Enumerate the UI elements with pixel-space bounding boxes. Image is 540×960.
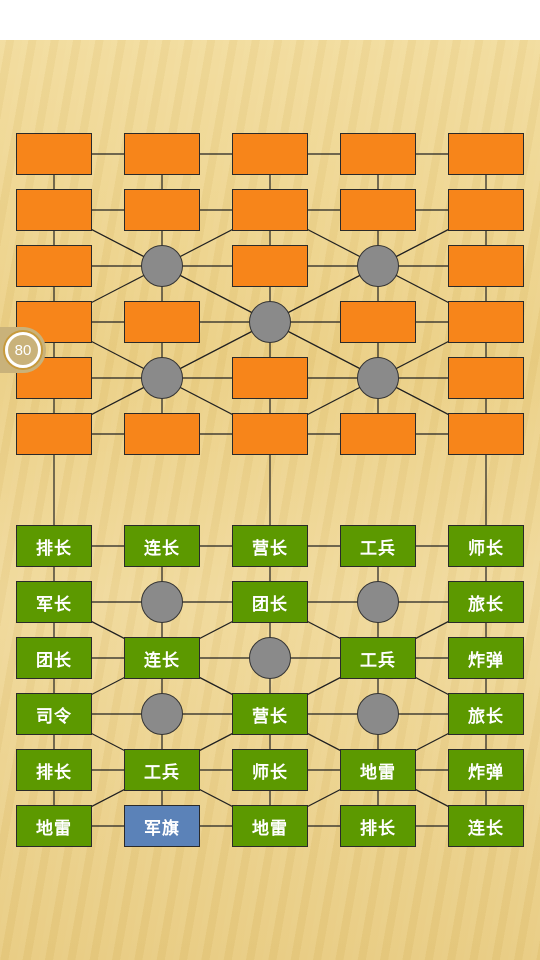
enemy-piece[interactable] — [232, 413, 308, 455]
camp-station[interactable] — [141, 581, 183, 623]
enemy-piece[interactable] — [448, 413, 524, 455]
own-piece[interactable]: 工兵 — [124, 749, 200, 791]
enemy-piece[interactable] — [340, 413, 416, 455]
enemy-piece[interactable] — [16, 189, 92, 231]
own-piece[interactable]: 排长 — [340, 805, 416, 847]
own-piece[interactable]: 师长 — [232, 749, 308, 791]
own-piece[interactable]: 排长 — [16, 525, 92, 567]
flag-piece[interactable]: 军旗 — [124, 805, 200, 847]
own-piece[interactable]: 旅长 — [448, 581, 524, 623]
enemy-piece[interactable] — [340, 189, 416, 231]
own-piece[interactable]: 营长 — [232, 525, 308, 567]
camp-station[interactable] — [357, 693, 399, 735]
enemy-piece[interactable] — [340, 133, 416, 175]
own-piece[interactable]: 地雷 — [340, 749, 416, 791]
camp-station[interactable] — [357, 357, 399, 399]
timer-value: 80 — [5, 332, 41, 368]
camp-station[interactable] — [141, 245, 183, 287]
enemy-piece[interactable] — [232, 245, 308, 287]
enemy-piece[interactable] — [448, 189, 524, 231]
enemy-piece[interactable] — [232, 133, 308, 175]
enemy-piece[interactable] — [340, 301, 416, 343]
enemy-piece[interactable] — [124, 413, 200, 455]
own-piece[interactable]: 团长 — [232, 581, 308, 623]
enemy-piece[interactable] — [448, 357, 524, 399]
enemy-piece[interactable] — [124, 189, 200, 231]
camp-station[interactable] — [141, 693, 183, 735]
own-piece[interactable]: 工兵 — [340, 637, 416, 679]
camp-station[interactable] — [249, 301, 291, 343]
enemy-piece[interactable] — [448, 133, 524, 175]
enemy-piece[interactable] — [448, 301, 524, 343]
camp-station[interactable] — [249, 637, 291, 679]
own-piece[interactable]: 地雷 — [232, 805, 308, 847]
own-piece[interactable]: 司令 — [16, 693, 92, 735]
enemy-piece[interactable] — [124, 133, 200, 175]
own-piece[interactable]: 营长 — [232, 693, 308, 735]
own-piece[interactable]: 排长 — [16, 749, 92, 791]
enemy-piece[interactable] — [16, 245, 92, 287]
enemy-piece[interactable] — [232, 189, 308, 231]
own-piece[interactable]: 军长 — [16, 581, 92, 623]
camp-station[interactable] — [357, 245, 399, 287]
camp-station[interactable] — [141, 357, 183, 399]
camp-station[interactable] — [357, 581, 399, 623]
enemy-piece[interactable] — [124, 301, 200, 343]
own-piece[interactable]: 地雷 — [16, 805, 92, 847]
own-piece[interactable]: 炸弹 — [448, 637, 524, 679]
own-piece[interactable]: 连长 — [124, 637, 200, 679]
enemy-piece[interactable] — [16, 413, 92, 455]
enemy-piece[interactable] — [16, 133, 92, 175]
enemy-piece[interactable] — [448, 245, 524, 287]
own-piece[interactable]: 工兵 — [340, 525, 416, 567]
own-piece[interactable]: 旅长 — [448, 693, 524, 735]
own-piece[interactable]: 连长 — [448, 805, 524, 847]
own-piece[interactable]: 炸弹 — [448, 749, 524, 791]
own-piece[interactable]: 连长 — [124, 525, 200, 567]
own-piece[interactable]: 师长 — [448, 525, 524, 567]
own-piece[interactable]: 团长 — [16, 637, 92, 679]
enemy-piece[interactable] — [232, 357, 308, 399]
